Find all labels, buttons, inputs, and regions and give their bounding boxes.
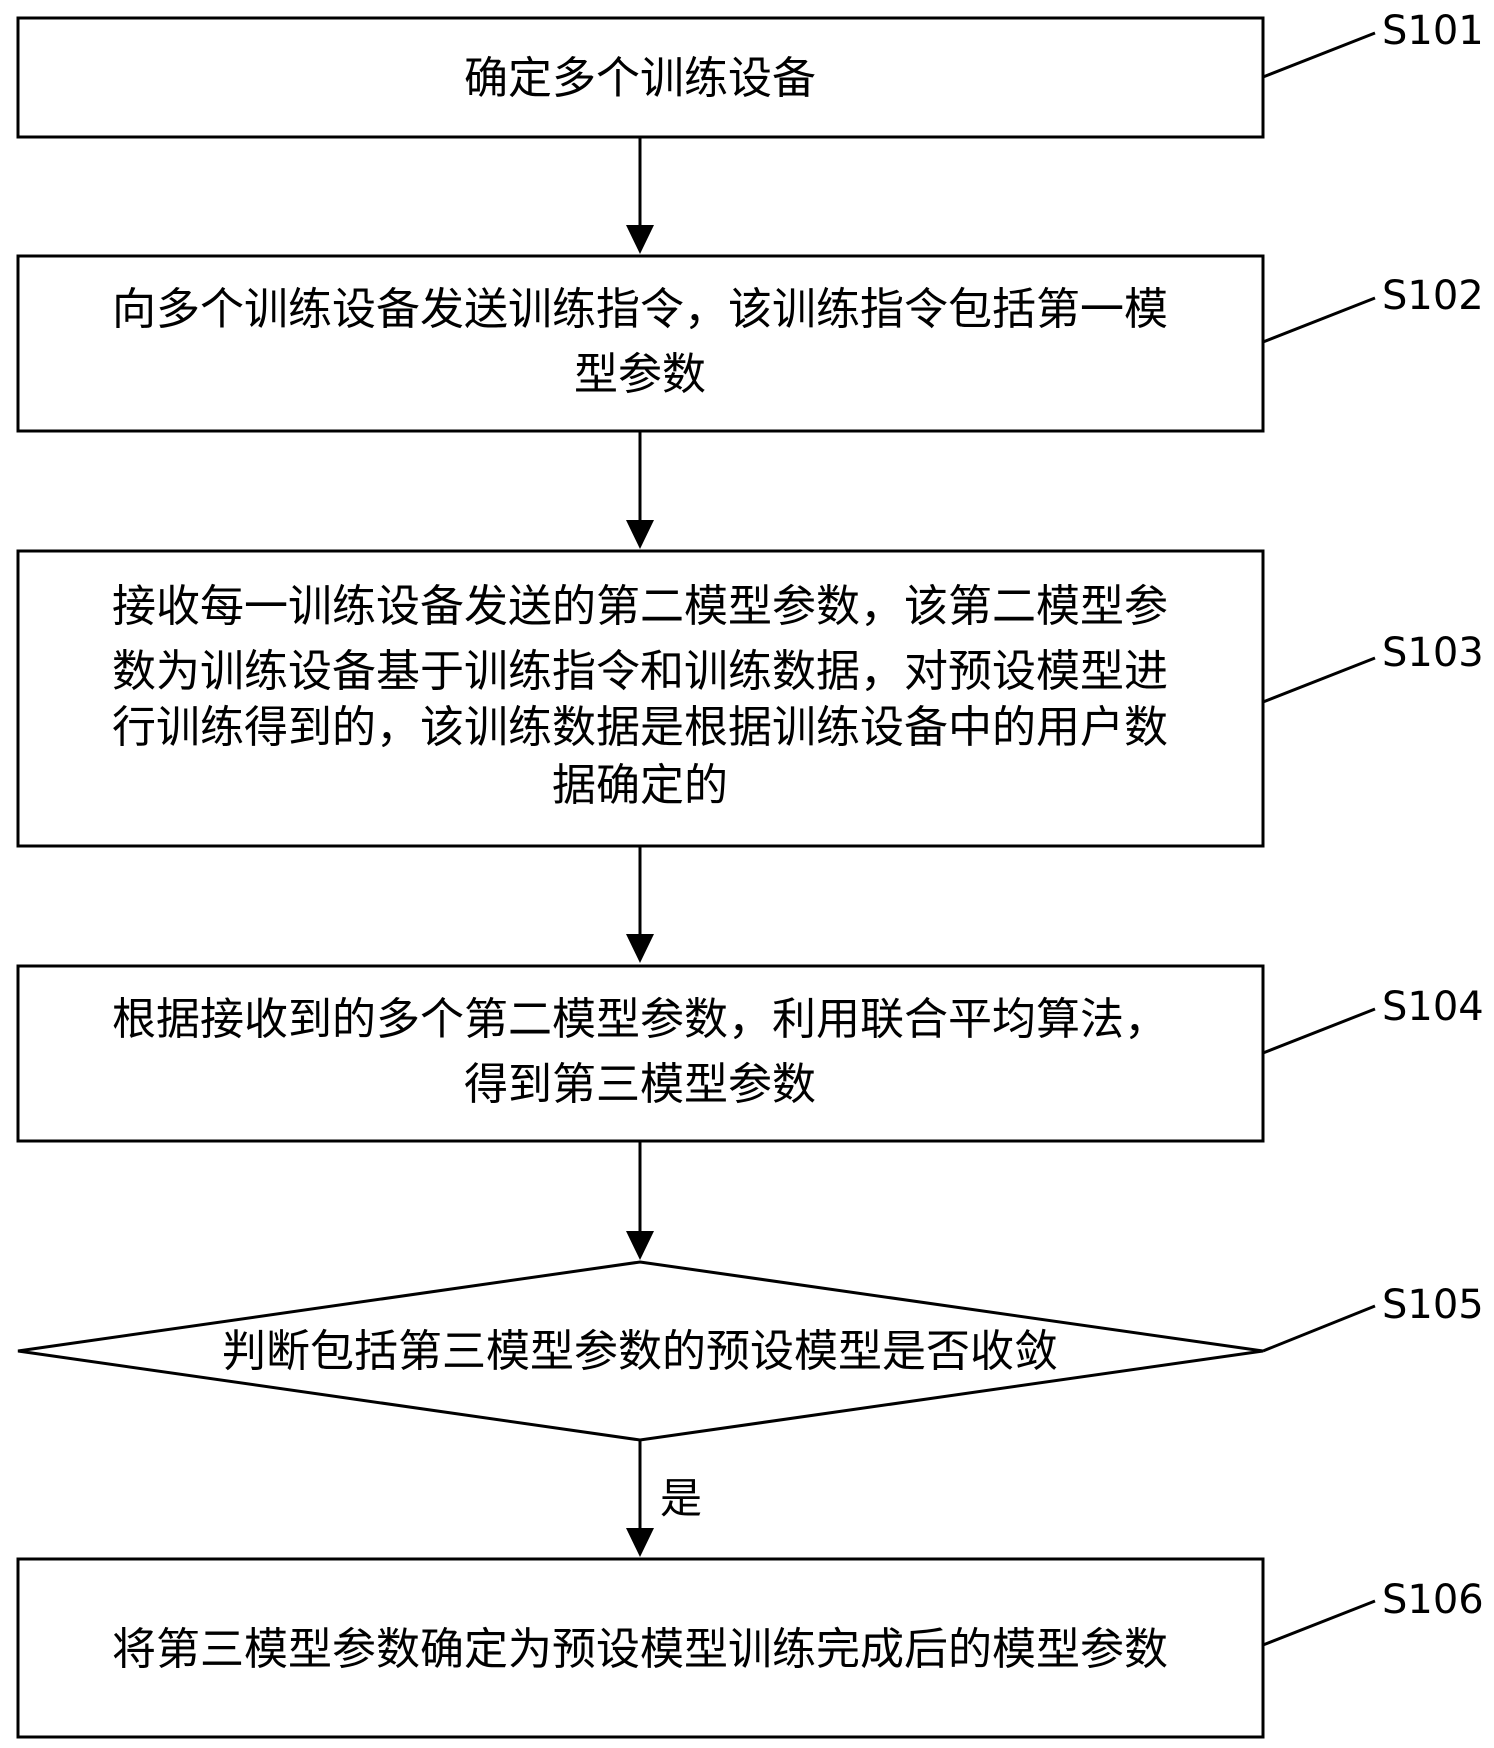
step-s102-leader bbox=[1262, 296, 1376, 344]
arrow-s102-s103 bbox=[626, 431, 654, 549]
arrow-s103-s104 bbox=[626, 846, 654, 963]
step-s103-label: S103 bbox=[1382, 630, 1484, 676]
process-box-s101 bbox=[16, 16, 1265, 139]
step-s104-label: S104 bbox=[1382, 984, 1484, 1030]
process-box-s102 bbox=[16, 254, 1265, 433]
step-s103-line-3: 行训练得到的，该训练数据是根据训练设备中的用户数 bbox=[112, 702, 1168, 753]
arrow-s104-s105 bbox=[626, 1141, 654, 1260]
step-s102-line-2: 型参数 bbox=[574, 349, 706, 400]
step-s106-label: S106 bbox=[1382, 1577, 1484, 1623]
step-s106-leader bbox=[1262, 1599, 1376, 1647]
step-s102-label: S102 bbox=[1382, 273, 1484, 319]
step-s103-leader bbox=[1262, 656, 1376, 704]
arrow-head bbox=[626, 520, 654, 549]
arrow-s101-s102 bbox=[626, 137, 654, 254]
step-s106-line-1: 将第三模型参数确定为预设模型训练完成后的模型参数 bbox=[112, 1624, 1168, 1675]
process-box-s104 bbox=[16, 964, 1265, 1143]
step-s101-label: S101 bbox=[1382, 8, 1484, 54]
process-box-s106 bbox=[16, 1557, 1265, 1739]
step-s106: 将第三模型参数确定为预设模型训练完成后的模型参数 S106 bbox=[16, 1557, 1484, 1739]
arrow-head bbox=[626, 934, 654, 963]
arrow-head bbox=[626, 225, 654, 254]
step-s101: 确定多个训练设备 S101 bbox=[16, 8, 1484, 139]
step-s104-line-2: 得到第三模型参数 bbox=[464, 1059, 816, 1110]
step-s103: 接收每一训练设备发送的第二模型参数，该第二模型参 数为训练设备基于训练指令和训练… bbox=[16, 549, 1484, 848]
step-s105-line-1: 判断包括第三模型参数的预设模型是否收敛 bbox=[222, 1326, 1058, 1377]
step-s103-line-4: 据确定的 bbox=[552, 760, 728, 811]
step-s103-line-1: 接收每一训练设备发送的第二模型参数，该第二模型参 bbox=[112, 581, 1168, 632]
process-box-s103 bbox=[16, 549, 1265, 848]
step-s101-leader bbox=[1262, 31, 1376, 79]
step-s102: 向多个训练设备发送训练指令，该训练指令包括第一模 型参数 S102 bbox=[16, 254, 1484, 433]
step-s102-line-1: 向多个训练设备发送训练指令，该训练指令包括第一模 bbox=[112, 284, 1168, 335]
step-s104-line-1: 根据接收到的多个第二模型参数，利用联合平均算法， bbox=[112, 994, 1168, 1045]
step-s104: 根据接收到的多个第二模型参数，利用联合平均算法， 得到第三模型参数 S104 bbox=[16, 964, 1484, 1143]
branch-label-yes: 是 bbox=[660, 1474, 702, 1523]
arrow-head bbox=[626, 1231, 654, 1260]
arrow-s105-s106: 是 bbox=[626, 1440, 702, 1557]
arrow-head bbox=[626, 1528, 654, 1557]
step-s103-line-2: 数为训练设备基于训练指令和训练数据，对预设模型进 bbox=[112, 646, 1168, 697]
step-s101-line-1: 确定多个训练设备 bbox=[464, 53, 816, 104]
step-s105-label: S105 bbox=[1382, 1282, 1484, 1328]
step-s105-leader bbox=[1262, 1304, 1376, 1353]
step-s105: 判断包括第三模型参数的预设模型是否收敛 S105 bbox=[17, 1260, 1484, 1442]
step-s104-leader bbox=[1262, 1007, 1376, 1055]
